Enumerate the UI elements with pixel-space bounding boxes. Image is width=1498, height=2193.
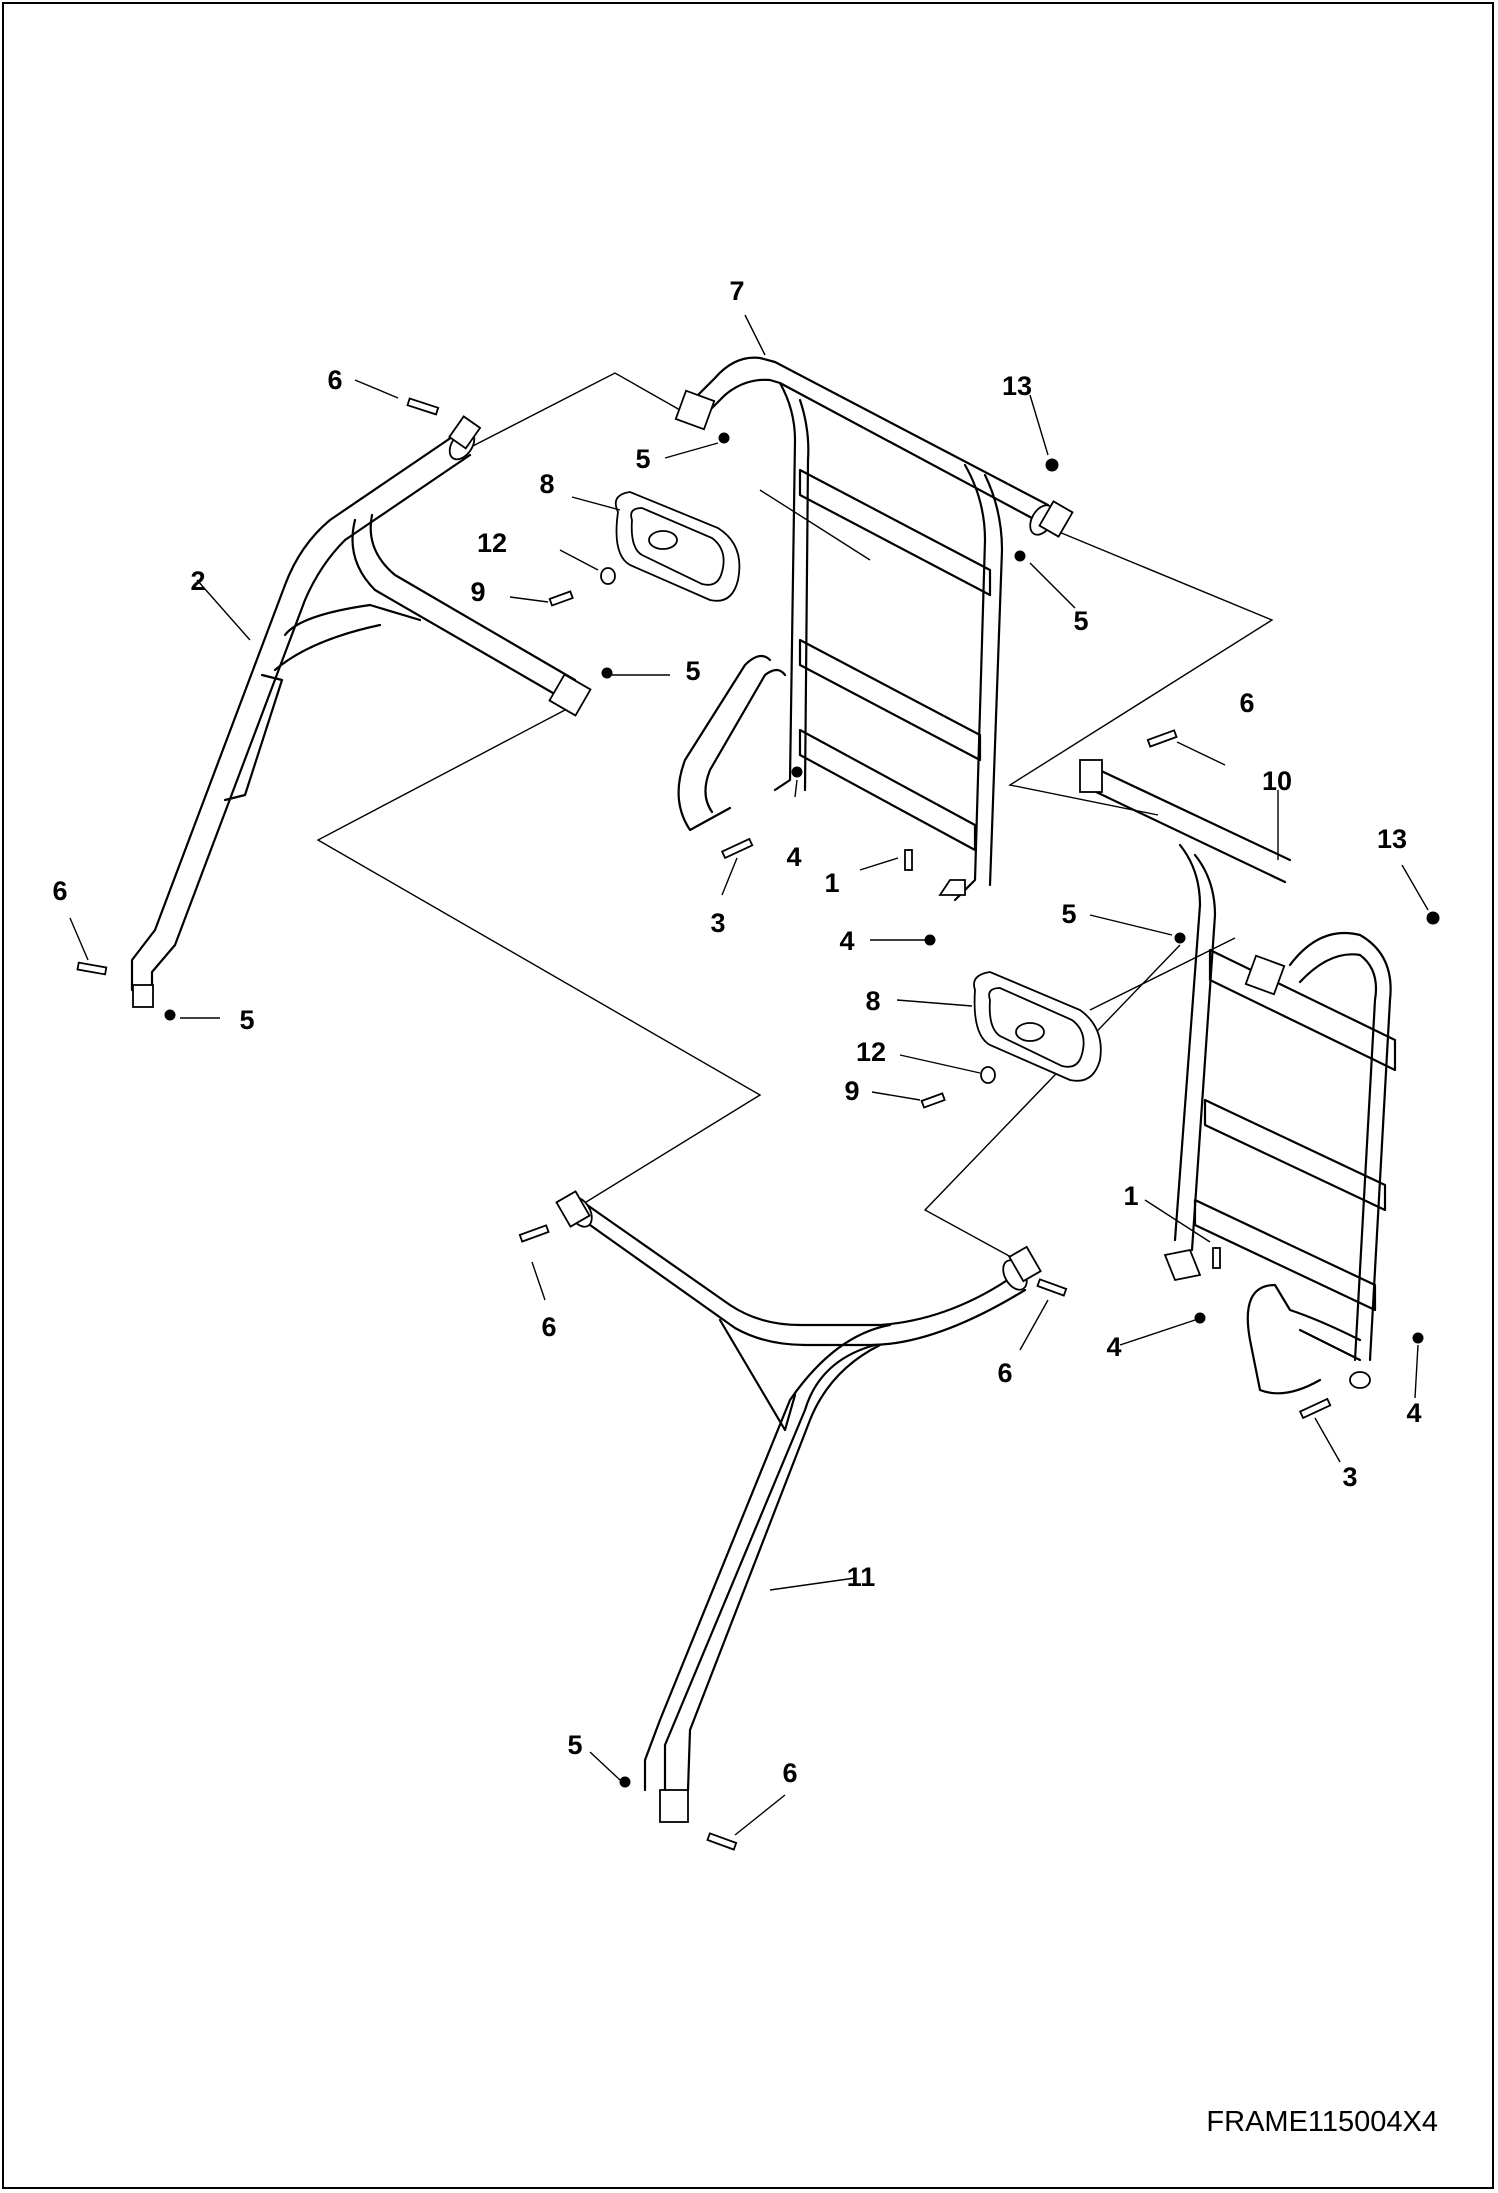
callout-8: 8 [865,986,880,1016]
rear-left-ladder-frame [674,356,1074,902]
callout-6: 6 [327,365,342,395]
callout-5: 5 [1073,606,1088,636]
figure-code: FRAME115004X4 [1206,2106,1438,2138]
callout-6: 6 [782,1758,797,1788]
callout-4: 4 [839,926,854,956]
callout-12: 12 [477,528,507,558]
callout-6: 6 [52,876,67,906]
hardware-bolts [76,397,1332,1851]
callout-5: 5 [1061,899,1076,929]
callout-5: 5 [635,444,650,474]
light-assembly-lower [973,971,1102,1082]
callout-3: 3 [710,908,725,938]
callout-10: 10 [1262,766,1292,796]
callout-5: 5 [685,656,700,686]
callout-9: 9 [844,1076,859,1106]
callout-13: 13 [1377,824,1407,854]
hardware-nuts [164,432,1440,1788]
callout-9: 9 [470,577,485,607]
callout-4: 4 [1106,1332,1121,1362]
callout-12: 12 [856,1037,886,1067]
callout-5: 5 [567,1730,582,1760]
callout-6: 6 [1239,688,1254,718]
callout-8: 8 [539,469,554,499]
callout-leader-lines [69,314,1429,1836]
callout-1: 1 [824,868,839,898]
light-assembly-upper [614,491,741,602]
callout-4: 4 [786,842,801,872]
callout-4: 4 [1406,1398,1421,1428]
callout-6: 6 [541,1312,556,1342]
callout-11: 11 [847,1562,876,1592]
callout-1: 1 [1123,1181,1138,1211]
callout-6: 6 [997,1358,1012,1388]
callout-7: 7 [729,276,744,306]
callout-labels: 6 2 7 13 5 8 12 9 5 5 4 1 3 4 6 10 13 5 … [52,276,1421,1788]
callout-2: 2 [190,566,205,596]
hardware-washers [600,567,996,1084]
callout-13: 13 [1002,371,1032,401]
front-left-tube-frame [130,415,592,1008]
front-right-tube-frame [555,1190,1042,1823]
rear-right-ladder-frame [1079,759,1397,1395]
callout-5: 5 [239,1005,254,1035]
callout-3: 3 [1342,1462,1357,1492]
